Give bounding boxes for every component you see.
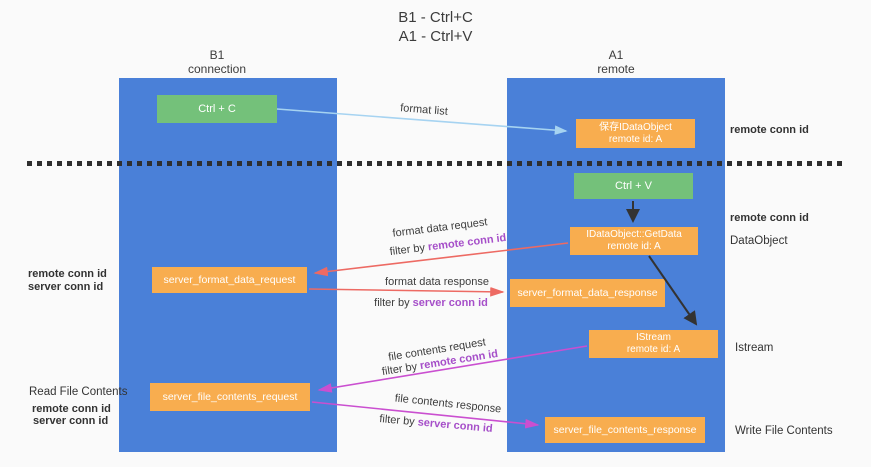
- remote-conn-id-key: remote conn id: [427, 231, 507, 254]
- format-data-response-label: format data response: [385, 276, 489, 288]
- column-header-a1-line1: A1: [608, 48, 624, 62]
- annotation-server-conn-id-left2: server conn id: [33, 415, 109, 427]
- node-save-idataobject-line2: remote id: A: [608, 133, 663, 145]
- node-istream-line2: remote id: A: [626, 344, 681, 355]
- file-contents-response-filter-label: filter by server conn id: [379, 413, 493, 435]
- page-title-line2: A1 - Ctrl+V: [398, 28, 473, 45]
- node-idataobject-getdata-line2: remote id: A: [607, 241, 661, 252]
- file-contents-response-label: file contents response: [394, 392, 502, 416]
- node-save-idataobject: 保存IDataObject remote id: A: [576, 119, 695, 148]
- annotation-istream: Istream: [735, 342, 774, 354]
- page-title-line1: B1 - Ctrl+C: [398, 9, 473, 26]
- annotation-remote-conn-id-left1: remote conn id: [28, 268, 107, 280]
- filter-by-text: filter by: [389, 241, 429, 259]
- node-istream: IStream remote id: A: [589, 330, 718, 358]
- column-header-b1: B1 connection: [119, 48, 315, 76]
- page-title: B1 - Ctrl+C A1 - Ctrl+V: [0, 8, 871, 46]
- annotation-remote-conn-id-mid: remote conn id: [730, 212, 809, 224]
- column-header-b1-line2: connection: [187, 62, 247, 76]
- node-istream-line1: IStream: [635, 332, 671, 343]
- filter-by-text: filter by: [378, 413, 419, 429]
- node-server-format-data-request: server_format_data_request: [152, 267, 307, 293]
- server-conn-id-key: server conn id: [417, 416, 494, 435]
- annotation-write-file-contents: Write File Contents: [735, 425, 833, 437]
- node-save-idataobject-line1: 保存IDataObject: [599, 121, 672, 133]
- node-idataobject-getdata: IDataObject::GetData remote id: A: [570, 227, 698, 255]
- annotation-remote-conn-id-top: remote conn id: [730, 124, 809, 136]
- server-conn-id-key: server conn id: [412, 297, 488, 309]
- annotation-server-conn-id-left1: server conn id: [28, 281, 104, 293]
- column-header-a1: A1 remote: [507, 48, 725, 76]
- format-data-response-arrow: [308, 287, 505, 297]
- node-server-format-data-response: server_format_data_response: [510, 279, 665, 307]
- annotation-read-file-contents: Read File Contents: [29, 386, 128, 398]
- node-ctrl-c: Ctrl + C: [157, 95, 277, 123]
- annotation-remote-conn-id-left2: remote conn id: [32, 403, 111, 415]
- column-header-a1-line2: remote: [597, 62, 635, 76]
- annotation-dataobject: DataObject: [730, 235, 788, 247]
- format-list-label: format list: [399, 102, 449, 118]
- node-server-file-contents-response: server_file_contents_response: [545, 417, 705, 443]
- node-server-file-contents-request: server_file_contents_request: [150, 383, 310, 411]
- dashed-separator-line: [27, 161, 845, 166]
- format-data-response-filter-label: filter by server conn id: [374, 297, 488, 309]
- column-header-b1-line1: B1: [209, 48, 225, 62]
- node-idataobject-getdata-line1: IDataObject::GetData: [586, 229, 682, 240]
- filter-by-text: filter by: [381, 360, 422, 379]
- node-ctrl-v: Ctrl + V: [574, 173, 693, 199]
- filter-by-text: filter by: [374, 297, 413, 309]
